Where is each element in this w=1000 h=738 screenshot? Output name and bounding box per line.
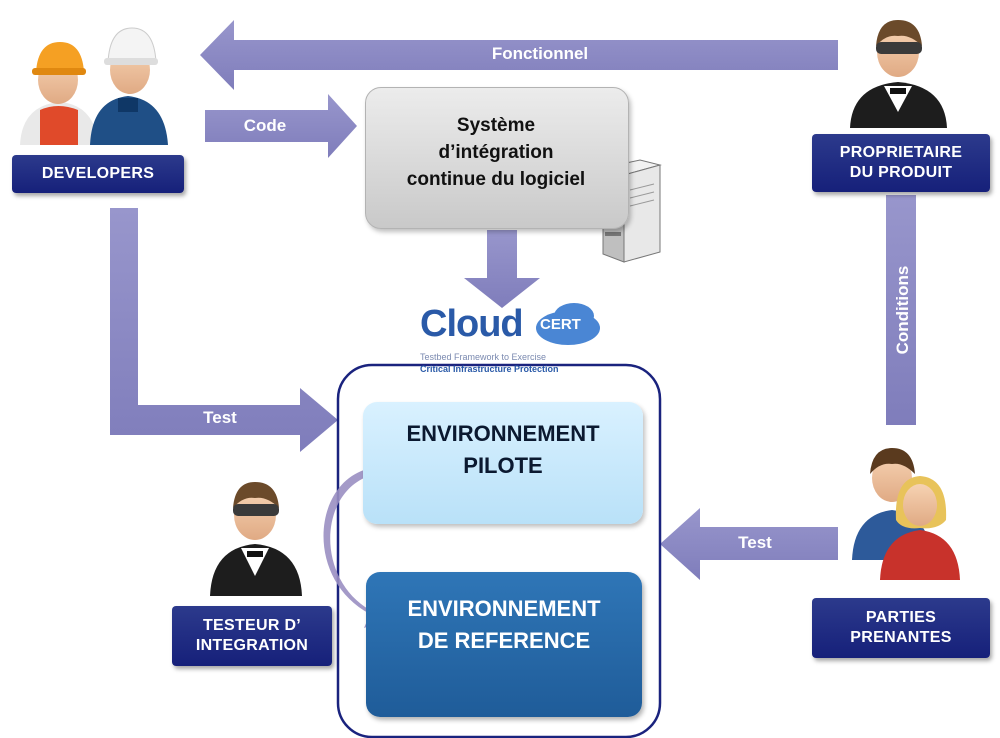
cloudcert-tagline-2: Critical Infrastructure Protection xyxy=(420,364,559,374)
developers-label-text: DEVELOPERS xyxy=(41,165,155,182)
test-label-right: Test xyxy=(738,533,772,552)
fonctionnel-arrow xyxy=(200,20,838,90)
ci-system-label: Système d’intégration continue du logici… xyxy=(406,115,586,190)
integration-tester-figure-icon xyxy=(210,482,302,596)
pilot-environment-label: ENVIRONNEMENT PILOTE xyxy=(406,421,600,478)
promotion-curve-arrow xyxy=(323,470,398,628)
stakeholders-figure-icon xyxy=(852,448,960,580)
stakeholders-label: PARTIES PRENANTES xyxy=(812,598,990,658)
fonctionnel-label: Fonctionnel xyxy=(491,44,589,63)
developers-figure-icon xyxy=(20,27,168,145)
reference-environment-box xyxy=(366,572,642,717)
ci-system-box xyxy=(365,87,629,229)
product-owner-figure-icon xyxy=(850,20,947,128)
ci-down-arrow xyxy=(464,230,540,308)
conditions-arrow xyxy=(886,195,916,425)
code-arrow xyxy=(205,94,357,158)
reference-environment-label: ENVIRONNEMENT DE REFERENCE xyxy=(407,596,601,653)
developers-test-arrow xyxy=(110,208,338,452)
developers-label: DEVELOPERS xyxy=(12,155,184,193)
cloud-bubble-icon xyxy=(536,303,600,345)
test-label-left: Test xyxy=(203,408,237,427)
integration-tester-label-text: TESTEUR D’ INTEGRATION xyxy=(195,617,309,654)
conditions-label: Conditions xyxy=(893,266,912,355)
product-owner-label: PROPRIETAIRE DU PRODUIT xyxy=(812,134,990,192)
cloudcert-tagline-1: Testbed Framework to Exercise xyxy=(420,352,547,362)
code-label: Code xyxy=(243,116,287,135)
stakeholders-test-arrow xyxy=(660,508,838,580)
integration-tester-label: TESTEUR D’ INTEGRATION xyxy=(172,606,332,666)
pilot-environment-box xyxy=(363,402,643,524)
cloudcert-logo-cert: CERT xyxy=(540,316,581,333)
cloudcert-logo-cloud: Cloud xyxy=(420,303,524,345)
stakeholders-label-text: PARTIES PRENANTES xyxy=(850,609,952,646)
product-owner-label-text: PROPRIETAIRE DU PRODUIT xyxy=(839,144,963,181)
